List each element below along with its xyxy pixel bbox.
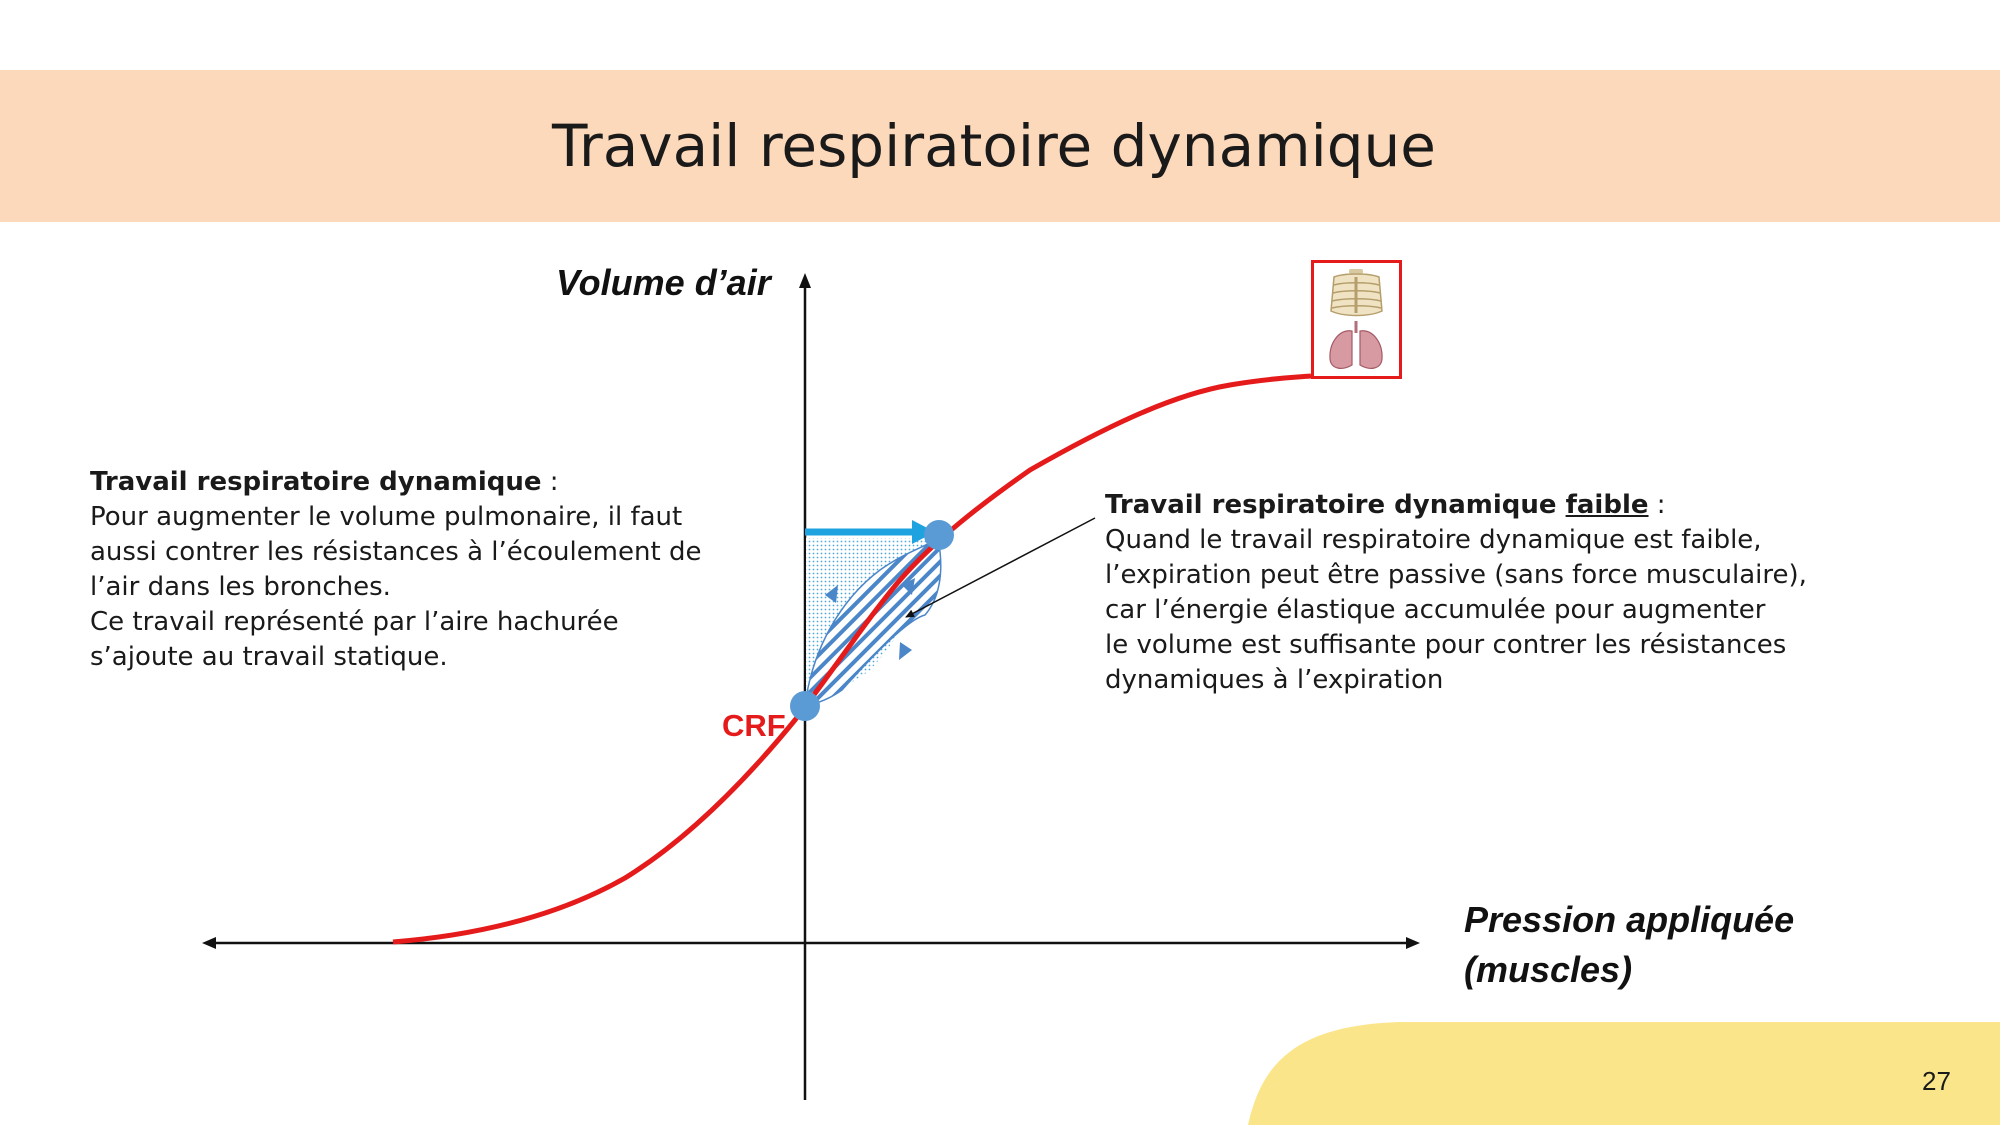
- crf-label: CRF: [722, 708, 786, 743]
- loop-arrow-right: [899, 642, 912, 660]
- page-title: Travail respiratoire dynamique: [552, 112, 1436, 180]
- right-note-line: dynamiques à l’expiration: [1105, 665, 1444, 695]
- pointer-line: [905, 517, 1096, 618]
- left-note: Travail respiratoire dynamique : Pour au…: [90, 465, 770, 675]
- right-note-line: car l’énergie élastique accumulée pour a…: [1105, 595, 1766, 625]
- left-note-heading: Travail respiratoire dynamique: [90, 467, 542, 497]
- left-note-heading-suffix: :: [541, 467, 559, 497]
- title-band: [0, 70, 2000, 222]
- left-note-heading-row: Travail respiratoire dynamique :: [90, 465, 770, 500]
- end-inspiration-point: [924, 520, 954, 550]
- right-note-heading-row: Travail respiratoire dynamique faible :: [1105, 488, 1985, 523]
- right-note-line: le volume est suffisante pour contrer le…: [1105, 630, 1787, 660]
- right-note-heading-suffix: :: [1648, 490, 1666, 520]
- x-axis-label-line1: Pression appliquée: [1464, 899, 1795, 940]
- crf-point: [790, 691, 820, 721]
- left-note-line: aussi contrer les résistances à l’écoule…: [90, 537, 702, 567]
- right-note-heading: Travail respiratoire dynamique: [1105, 490, 1566, 520]
- right-note: Travail respiratoire dynamique faible : …: [1105, 488, 1985, 698]
- y-axis-label: Volume d’air: [556, 262, 771, 303]
- pressure-volume-curve: [392, 373, 1312, 945]
- loop-arrow-left: [825, 585, 838, 603]
- x-axis: [202, 937, 1420, 949]
- x-axis-label-line2: (muscles): [1464, 949, 1633, 990]
- corner-blob: [1248, 1022, 2000, 1125]
- pressure-arrow: [805, 520, 935, 544]
- thorax-lungs-icon: [1329, 269, 1383, 369]
- left-note-line: s’ajoute au travail statique.: [90, 642, 448, 672]
- right-note-line: Quand le travail respiratoire dynamique …: [1105, 525, 1762, 555]
- left-note-line: l’air dans les bronches.: [90, 572, 391, 602]
- left-note-line: Pour augmenter le volume pulmonaire, il …: [90, 502, 683, 532]
- right-note-heading-underlined: faible: [1565, 490, 1649, 520]
- thorax-lungs-thumbnail: [1311, 260, 1402, 379]
- page-number: 27: [1922, 1066, 1951, 1096]
- right-note-line: l’expiration peut être passive (sans for…: [1105, 560, 1807, 590]
- left-note-line: Ce travail représenté par l’aire hachuré…: [90, 607, 619, 637]
- loop-arrow-top: [902, 578, 915, 595]
